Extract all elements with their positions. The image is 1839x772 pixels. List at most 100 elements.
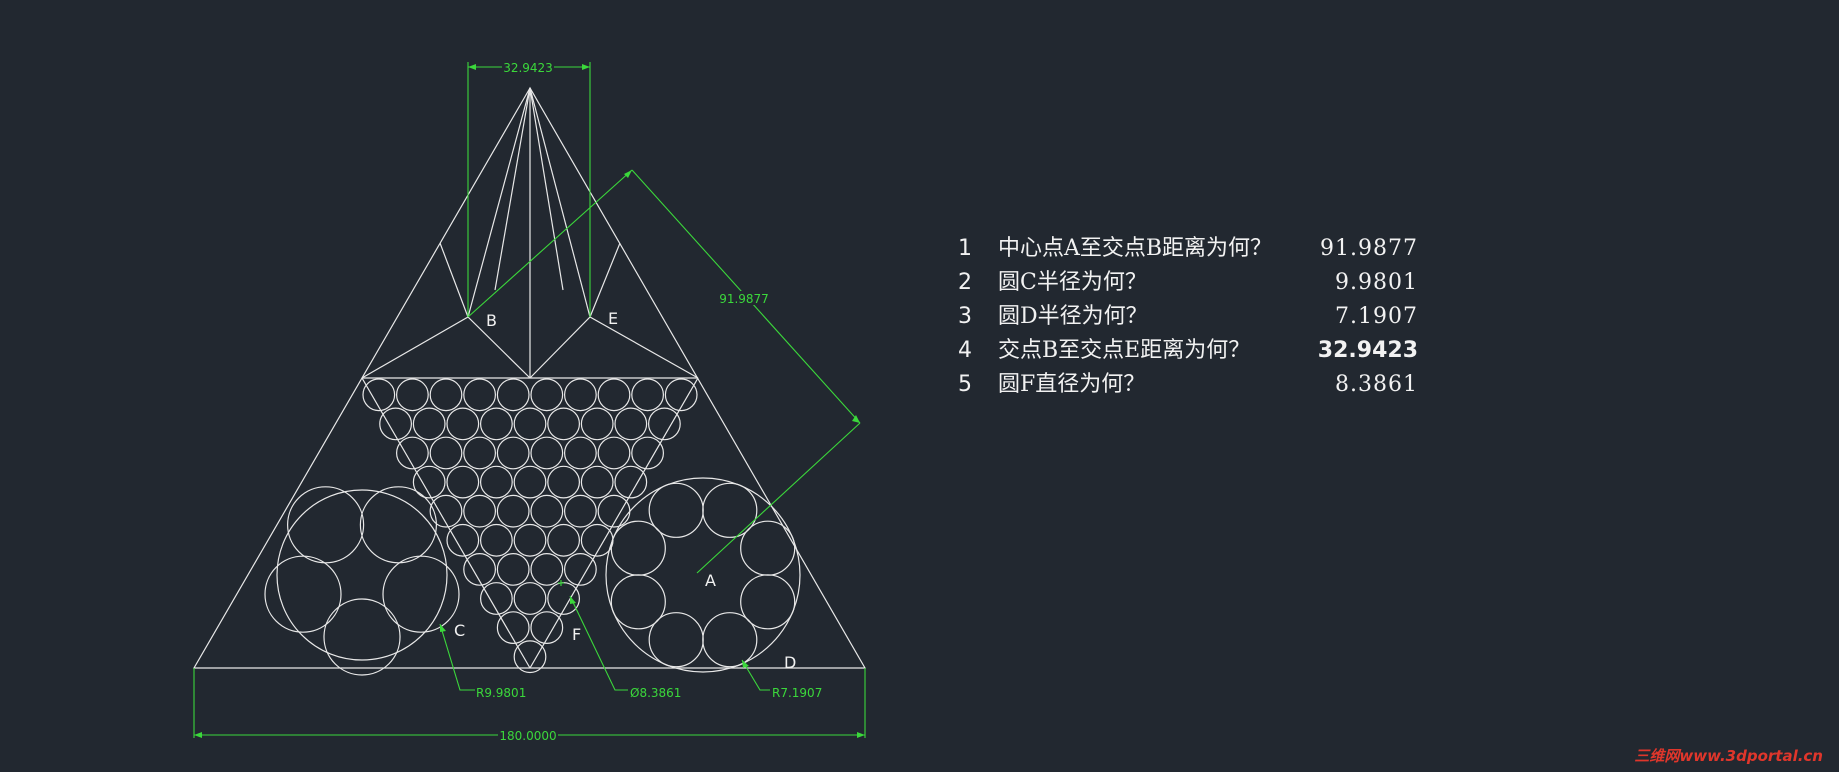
question-number: 5 [958, 372, 972, 397]
packed-circle [446, 523, 480, 557]
arrow-icon [852, 415, 860, 423]
packed-circle [597, 436, 631, 470]
packed-circle [530, 494, 564, 528]
question-text: 交点B至交点E距离为何？ [998, 338, 1251, 363]
apex-to-e-inner [529, 87, 564, 291]
question-text: 圆D半径为何？ [998, 304, 1148, 329]
arrow-icon [857, 732, 865, 738]
arrow-icon [194, 732, 202, 738]
arrow-icon [440, 624, 446, 632]
packed-circle [564, 378, 597, 412]
point-label-d: D [784, 653, 796, 672]
question-row: 2 圆C半径为何？ 9.9801 [958, 266, 1438, 300]
packed-circle [496, 436, 530, 470]
diag-dim-line [467, 169, 633, 318]
radius-c-label: R9.9801 [476, 686, 526, 700]
petal-circle [264, 555, 342, 633]
point-label-f: F [572, 625, 581, 644]
diagonal-label: 91.9877 [719, 292, 769, 306]
arrow-icon [570, 596, 576, 604]
packed-circle [597, 378, 631, 412]
question-number: 4 [958, 338, 972, 363]
packed-circle [530, 611, 564, 644]
packed-circle [513, 465, 547, 499]
leader-f [569, 595, 628, 691]
apex-to-b-inner [494, 87, 531, 291]
packed-circle [446, 465, 480, 499]
packed-circle [463, 553, 497, 586]
packed-circle [547, 407, 580, 441]
answer-value: 32.9423 [1317, 338, 1418, 363]
packed-circle [564, 494, 597, 528]
packed-circle [564, 553, 597, 586]
diameter-f-label: Ø8.3861 [630, 686, 681, 700]
point-labels: A B C D E F [454, 309, 796, 672]
leader-d [741, 659, 770, 691]
big-circle-c [276, 489, 448, 661]
inner-triangle-right [529, 377, 699, 669]
packed-circle [379, 407, 413, 441]
petal-circle [382, 555, 460, 633]
ring-circle [648, 612, 704, 668]
ring-circle [702, 612, 758, 668]
e-to-right-edge [589, 242, 621, 318]
packed-circle [496, 378, 530, 412]
ring-circle [610, 574, 666, 630]
petal-circle [359, 486, 437, 564]
question-list: 1 中心点A至交点B距离为何？ 91.9877 2 圆C半径为何？ 9.9801… [958, 232, 1438, 402]
packed-circle [480, 523, 513, 557]
packed-circle [429, 494, 463, 528]
circle-group-c [264, 486, 460, 676]
point-label-b: B [486, 311, 497, 330]
packed-circle [513, 582, 547, 615]
packed-circle [530, 378, 564, 412]
packed-circle [513, 523, 547, 557]
packed-circle [530, 553, 564, 586]
packed-circle [463, 378, 497, 412]
petal-circle [287, 486, 365, 564]
point-label-a: A [705, 571, 716, 590]
question-row: 3 圆D半径为何？ 7.1907 [958, 300, 1438, 334]
apex-to-b [467, 87, 531, 318]
question-row: 5 圆F直径为何？ 8.3861 [958, 368, 1438, 402]
packed-circle [429, 378, 463, 412]
packed-circle [496, 553, 530, 586]
packed-circle [530, 436, 564, 470]
packed-circle [614, 465, 648, 499]
ring-circle [648, 482, 704, 538]
packed-circle [496, 494, 530, 528]
point-label-c: C [454, 621, 465, 640]
packed-circle [631, 436, 664, 470]
packed-circle [362, 378, 396, 412]
apex-to-e [529, 87, 591, 318]
question-text: 中心点A至交点B距离为何？ [998, 236, 1273, 261]
big-circle-d [605, 477, 801, 673]
arrow-icon [624, 170, 632, 178]
question-row: 1 中心点A至交点B距离为何？ 91.9877 [958, 232, 1438, 266]
packed-circle [547, 465, 580, 499]
question-text: 圆C半径为何？ [998, 270, 1147, 295]
ring-circle [702, 482, 758, 538]
b-to-left-edge [439, 242, 469, 318]
answer-value: 7.1907 [1335, 304, 1418, 329]
packed-circle [614, 407, 648, 441]
packed-circle [463, 494, 497, 528]
packed-circle [412, 465, 446, 499]
inner-triangle-left [361, 377, 531, 669]
packed-circle [580, 465, 614, 499]
packed-circle [429, 436, 463, 470]
kite-b [361, 316, 531, 379]
packed-circle [664, 378, 698, 412]
ring-circle [740, 520, 796, 576]
packed-circle [480, 582, 513, 615]
packed-circle [513, 640, 547, 674]
arrow-icon [742, 660, 749, 668]
circle-group-d [605, 477, 801, 673]
ring-circle [610, 520, 666, 576]
watermark-logo: 三维网www.3dportal.cn [1634, 747, 1823, 765]
arrow-icon [582, 64, 590, 70]
packed-circle [564, 436, 597, 470]
packed-circle [580, 407, 614, 441]
base-width-label: 180.0000 [499, 729, 556, 743]
answer-value: 9.9801 [1335, 270, 1418, 295]
